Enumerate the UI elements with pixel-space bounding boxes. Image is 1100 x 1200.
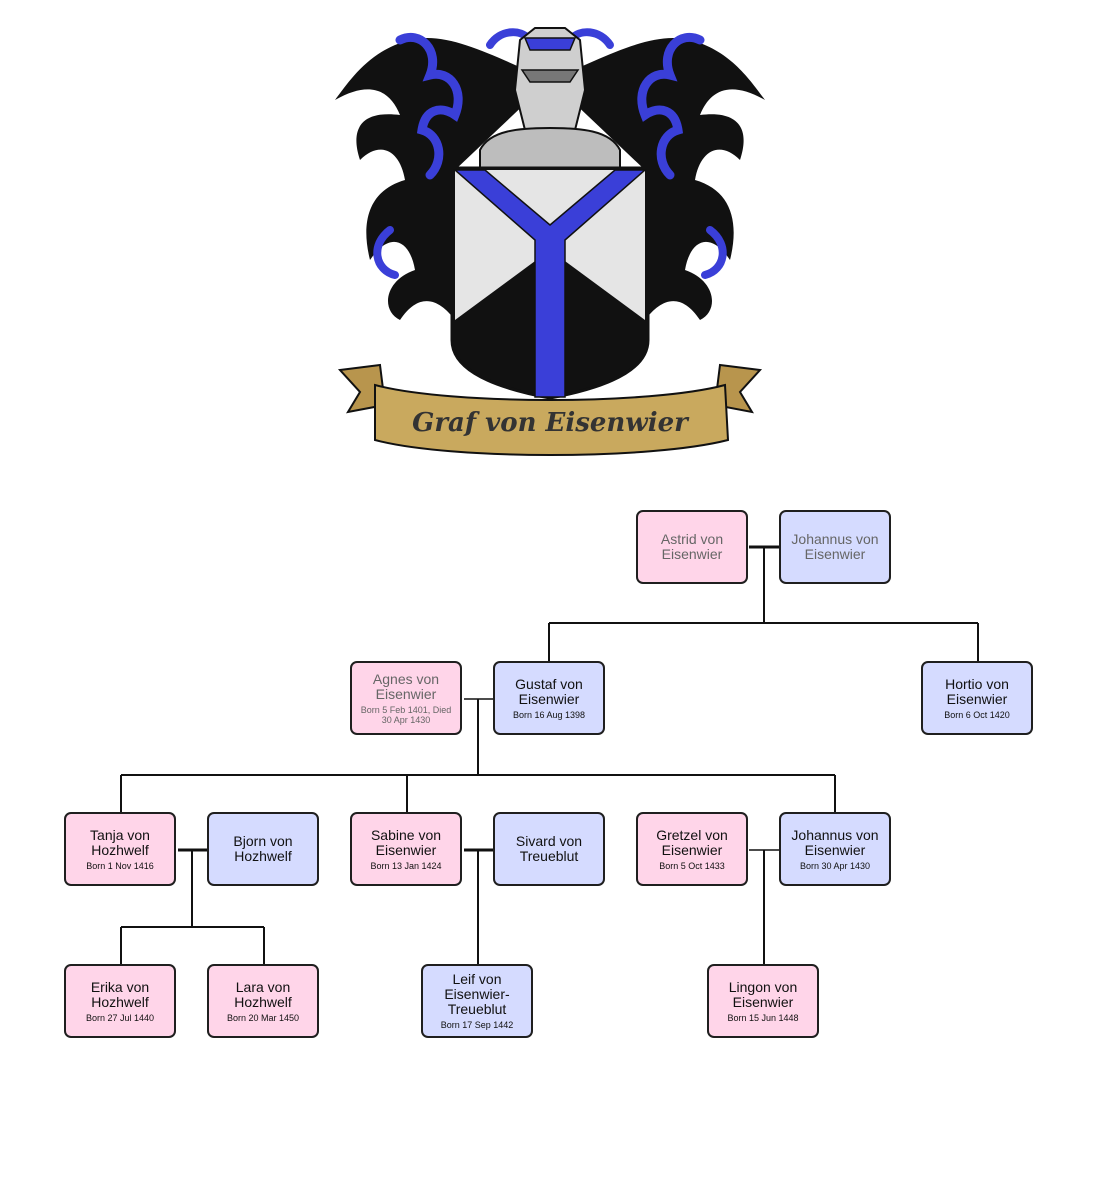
person-lingon[interactable]: Lingon von Eisenwier Born 15 Jun 1448 (707, 964, 819, 1038)
person-dates: Born 30 Apr 1430 (799, 860, 871, 871)
person-dates: Born 6 Oct 1420 (944, 709, 1010, 720)
person-gustaf[interactable]: Gustaf von Eisenwier Born 16 Aug 1398 (493, 661, 605, 735)
person-name: Astrid von Eisenwier (660, 531, 724, 562)
person-dates: Born 17 Sep 1442 (440, 1020, 514, 1030)
person-name: Johannus von Eisenwier (791, 826, 879, 858)
person-dates: Born 1 Nov 1416 (86, 860, 154, 871)
person-agnes[interactable]: Agnes von Eisenwier Born 5 Feb 1401, Die… (350, 661, 462, 735)
mantling (335, 28, 765, 321)
person-dates: Born 20 Mar 1450 (226, 1012, 300, 1023)
person-erika[interactable]: Erika von Hozhwelf Born 27 Jul 1440 (64, 964, 176, 1038)
person-name: Leif von Eisenwier-Treueblut (444, 971, 510, 1017)
person-johannus-elder[interactable]: Johannus von Eisenwier (779, 510, 891, 584)
person-name: Bjorn von Hozhwelf (233, 833, 293, 864)
person-sivard[interactable]: Sivard von Treueblut (493, 812, 605, 886)
person-name: Agnes von Eisenwier (372, 670, 440, 702)
person-lara[interactable]: Lara von Hozhwelf Born 20 Mar 1450 (207, 964, 319, 1038)
person-johannus-younger[interactable]: Johannus von Eisenwier Born 30 Apr 1430 (779, 812, 891, 886)
person-dates: Born 15 Jun 1448 (727, 1012, 799, 1023)
person-dates: Born 5 Oct 1433 (659, 860, 725, 871)
person-name: Lingon von Eisenwier (728, 978, 798, 1010)
coat-of-arms (335, 27, 765, 456)
motto-scroll (337, 363, 763, 456)
person-sabine[interactable]: Sabine von Eisenwier Born 13 Jan 1424 (350, 812, 462, 886)
shield (450, 166, 650, 400)
person-hortio[interactable]: Hortio von Eisenwier Born 6 Oct 1420 (921, 661, 1033, 735)
person-name: Hortio von Eisenwier (945, 675, 1009, 707)
person-bjorn[interactable]: Bjorn von Hozhwelf (207, 812, 319, 886)
motto-text: Graf von Eisenwier (412, 408, 688, 438)
person-gretzel[interactable]: Gretzel von Eisenwier Born 5 Oct 1433 (636, 812, 748, 886)
person-name: Sabine von Eisenwier (370, 826, 442, 858)
person-astrid[interactable]: Astrid von Eisenwier (636, 510, 748, 584)
person-name: Gretzel von Eisenwier (656, 826, 728, 858)
person-name: Tanja von Hozhwelf (90, 826, 150, 858)
person-dates: Born 13 Jan 1424 (370, 860, 442, 871)
person-name: Sivard von Treueblut (515, 833, 583, 864)
person-name: Lara von Hozhwelf (234, 978, 292, 1010)
person-name: Erika von Hozhwelf (90, 978, 150, 1010)
person-name: Johannus von Eisenwier (791, 531, 879, 562)
person-tanja[interactable]: Tanja von Hozhwelf Born 1 Nov 1416 (64, 812, 176, 886)
person-dates: Born 5 Feb 1401, Died 30 Apr 1430 (360, 704, 452, 725)
person-dates: Born 16 Aug 1398 (512, 709, 586, 720)
person-leif[interactable]: Leif von Eisenwier-Treueblut Born 17 Sep… (421, 964, 533, 1038)
helmet (479, 27, 621, 171)
person-dates: Born 27 Jul 1440 (85, 1012, 155, 1023)
person-name: Gustaf von Eisenwier (515, 675, 583, 707)
